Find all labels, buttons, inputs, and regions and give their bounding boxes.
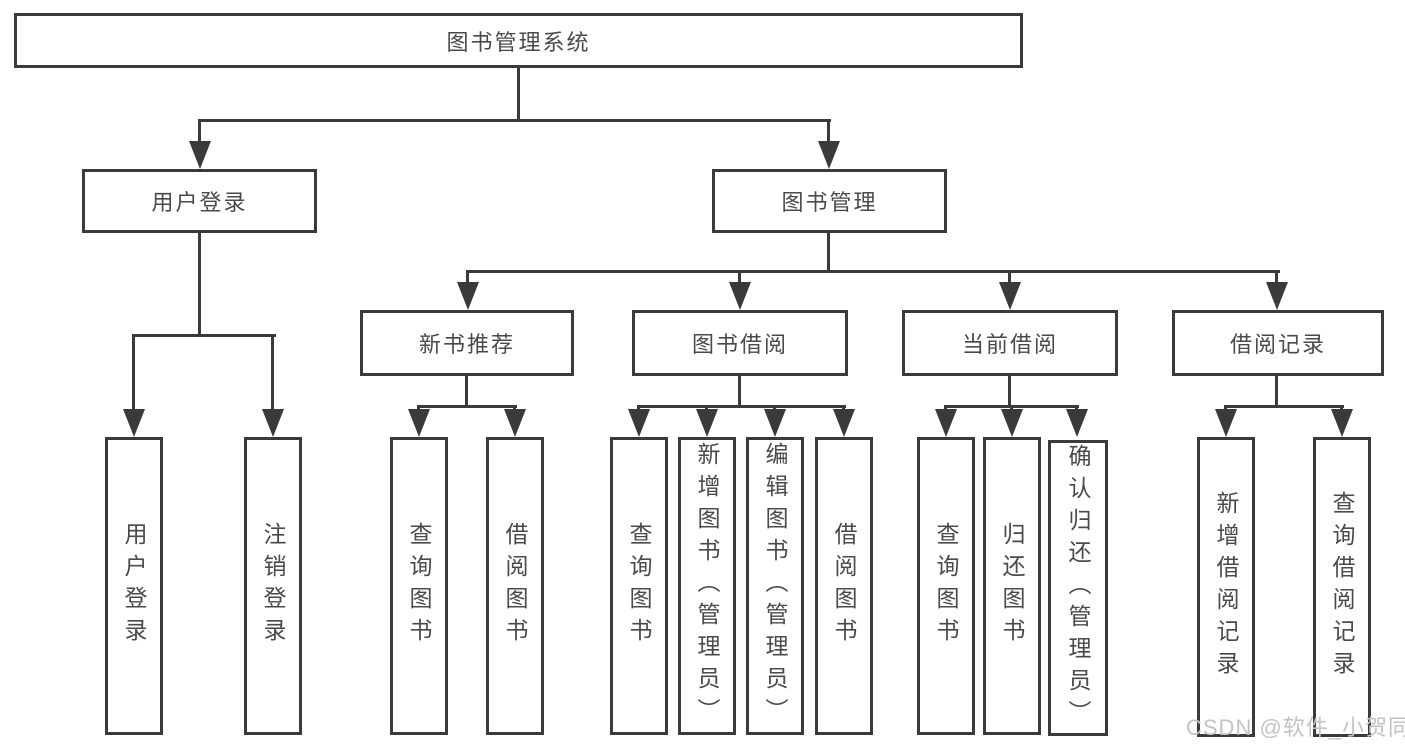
connector-stem-new-book xyxy=(466,270,469,286)
arrow-down-icon xyxy=(1001,409,1023,437)
connector-book-management-split xyxy=(467,270,1280,273)
connector-group-stub-borrow-records xyxy=(1275,375,1278,408)
node-current-borrowing: 当前借阅 xyxy=(902,310,1118,376)
arrow-down-icon xyxy=(408,409,430,437)
arrow-down-icon xyxy=(818,141,840,169)
connector-book-management-stub xyxy=(827,233,830,273)
leaf-edit-books-admin: 编辑图书（管理员） xyxy=(746,437,804,735)
arrow-down-icon xyxy=(935,409,957,437)
connector-stem-user-login xyxy=(198,119,201,145)
leaf-query-borrow-record: 查询借阅记录 xyxy=(1313,437,1371,737)
leaf-query-books-recommend: 查询图书 xyxy=(390,437,448,735)
connector-stem-leaf-logout xyxy=(271,334,274,410)
arrow-down-icon xyxy=(1331,409,1353,437)
node-book-borrowing: 图书借阅 xyxy=(632,310,848,376)
arrow-down-icon xyxy=(833,409,855,437)
connector-user-login-stub xyxy=(198,233,201,337)
leaf-borrow-books-recommend: 借阅图书 xyxy=(486,437,544,735)
arrow-down-icon xyxy=(729,282,751,310)
connector-stem-current-borrow xyxy=(1008,270,1011,286)
connector-group-stub-book-borrow xyxy=(738,375,741,408)
connector-root-split xyxy=(199,119,831,122)
leaf-borrow-books: 借阅图书 xyxy=(815,437,873,735)
arrow-down-icon xyxy=(764,409,786,437)
arrow-down-icon xyxy=(1066,409,1088,437)
connector-stem-book-borrow xyxy=(738,270,741,286)
connector-group-split-book-borrow xyxy=(638,405,846,408)
connector-group-stub-current-borrow xyxy=(1008,375,1011,408)
node-new-book-recommendation: 新书推荐 xyxy=(360,310,574,376)
arrow-down-icon xyxy=(504,409,526,437)
leaf-query-books-current: 查询图书 xyxy=(917,437,975,735)
leaf-logout: 注销登录 xyxy=(244,437,302,735)
csdn-watermark: CSDN @软件_小贺同学 xyxy=(1186,715,1405,740)
node-book-management: 图书管理 xyxy=(712,169,947,233)
connector-stem-leaf-user-login xyxy=(132,334,135,410)
arrow-down-icon xyxy=(1266,282,1288,310)
arrow-down-icon xyxy=(189,141,211,169)
arrow-down-icon xyxy=(696,409,718,437)
leaf-confirm-return-admin: 确认归还（管理员） xyxy=(1048,440,1108,736)
leaf-add-borrow-record: 新增借阅记录 xyxy=(1197,437,1255,737)
leaf-user-login: 用户登录 xyxy=(105,437,163,735)
arrow-down-icon xyxy=(123,409,145,437)
node-user-login: 用户登录 xyxy=(82,169,317,233)
arrow-down-icon xyxy=(262,409,284,437)
node-borrowing-records: 借阅记录 xyxy=(1172,310,1384,376)
connector-stem-borrow-records xyxy=(1275,270,1278,286)
connector-stem-book-management xyxy=(827,119,830,145)
node-library-management-system: 图书管理系统 xyxy=(14,13,1023,68)
leaf-query-books-borrow: 查询图书 xyxy=(610,437,668,735)
connector-user-login-split xyxy=(133,334,276,337)
connector-root-stub xyxy=(517,67,520,122)
arrow-down-icon xyxy=(628,409,650,437)
arrow-down-icon xyxy=(1215,409,1237,437)
leaf-return-books: 归还图书 xyxy=(983,437,1041,735)
connector-group-stub-new-book xyxy=(465,375,468,408)
arrow-down-icon xyxy=(999,282,1021,310)
leaf-add-books-admin: 新增图书（管理员） xyxy=(678,437,736,735)
connector-group-split-new-book xyxy=(418,405,517,408)
connector-group-split-borrow-records xyxy=(1225,405,1344,408)
arrow-down-icon xyxy=(457,282,479,310)
